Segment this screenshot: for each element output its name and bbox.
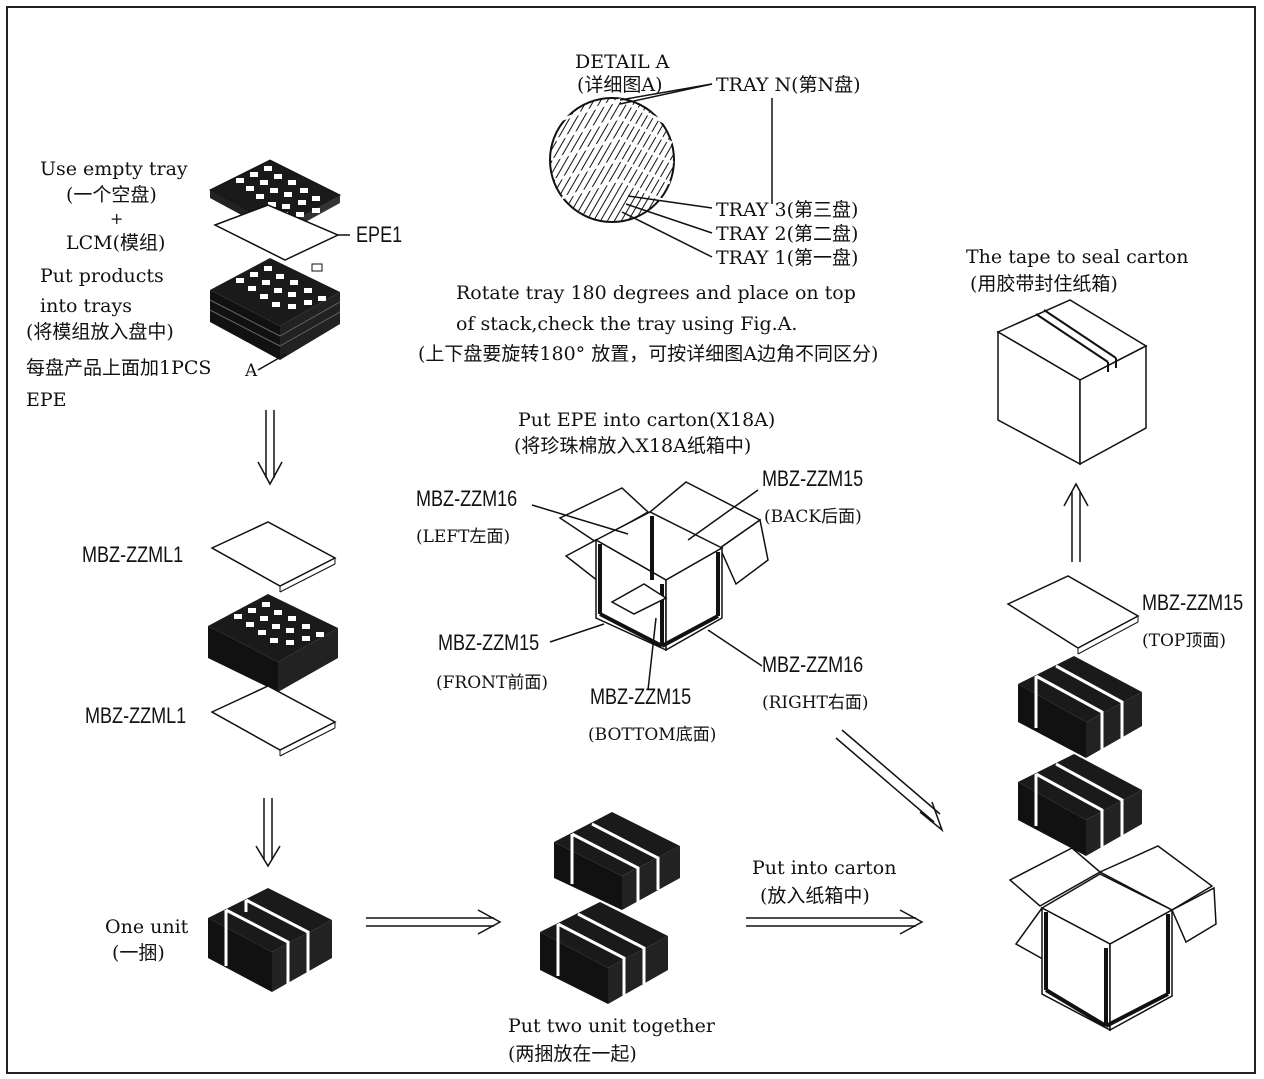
rotate-instruction-2: of stack,check the tray using Fig.A.: [456, 313, 798, 335]
detail-a-leader-lines: [619, 83, 773, 258]
unit-in-carton-lower: [1018, 754, 1142, 856]
step1-use-empty-tray: Use empty tray: [40, 158, 188, 180]
step1-into-trays-cn: (将模组放入盘中): [26, 321, 174, 343]
right-pad-code: MBZ-ZZM16: [762, 652, 864, 677]
step1-epe: EPE: [26, 389, 67, 411]
top-pad: [1006, 575, 1140, 655]
seal-carton-label-cn: (用胶带封住纸箱): [970, 273, 1118, 295]
into-carton-label: Put into carton: [752, 857, 897, 879]
left-pad-code: MBZ-ZZM16: [416, 486, 518, 511]
tray-3-label: TRAY 3(第三盘): [716, 199, 859, 221]
bottom-pad-side: (BOTTOM底面): [588, 725, 717, 745]
open-carton-final: [1008, 845, 1217, 1032]
down-arrow-1: [257, 410, 283, 486]
tray-2-label: TRAY 2(第二盘): [716, 223, 859, 245]
bottom-pad-code: MBZ-ZZM15: [590, 684, 692, 709]
step1-into-trays: into trays: [40, 295, 132, 317]
detail-a-marker: A: [245, 361, 258, 381]
top-pad-side: (TOP顶面): [1142, 631, 1226, 651]
detail-a-circle: [549, 97, 675, 223]
step1-lcm: LCM(模组): [66, 232, 166, 254]
pad-top: [210, 521, 337, 593]
right-arrow-1: [366, 909, 502, 935]
tray-n-label: TRAY N(第N盘): [716, 74, 861, 96]
carton-leader-lines: [531, 489, 763, 691]
carton-with-epe: [558, 481, 769, 652]
front-pad-code: MBZ-ZZM15: [438, 630, 540, 655]
step1-plus: +: [110, 209, 124, 228]
detail-a-title: DETAIL A: [575, 51, 670, 73]
pad-top-code: MBZ-ZZML1: [82, 542, 184, 567]
front-pad-side: (FRONT前面): [436, 673, 549, 693]
two-units-bottom: [540, 902, 668, 1004]
two-units-top: [554, 812, 680, 910]
diagram-frame: [6, 6, 1256, 1074]
sealed-carton: [996, 299, 1148, 466]
carton-epe-title: Put EPE into carton(X18A): [518, 409, 776, 431]
two-units-label-cn: (两捆放在一起): [508, 1043, 637, 1065]
carton-epe-title-cn: (将珍珠棉放入X18A纸箱中): [514, 435, 752, 457]
two-units-label: Put two unit together: [508, 1015, 715, 1037]
seal-carton-label: The tape to seal carton: [966, 246, 1189, 268]
tray-1-label: TRAY 1(第一盘): [716, 247, 859, 269]
back-pad-side: (BACK后面): [764, 507, 862, 527]
into-carton-label-cn: (放入纸箱中): [760, 885, 870, 907]
back-pad-code: MBZ-ZZM15: [762, 466, 864, 491]
right-arrow-2: [746, 909, 924, 935]
tray-stack-middle: [208, 594, 338, 692]
pad-bottom-code: MBZ-ZZML1: [85, 703, 187, 728]
down-arrow-2: [255, 798, 281, 868]
tray-stack-step1: [209, 258, 341, 371]
left-pad-side: (LEFT左面): [416, 527, 511, 547]
unit-in-carton-upper: [1018, 656, 1142, 758]
diagonal-arrow: [835, 729, 944, 833]
right-pad-side: (RIGHT右面): [762, 693, 869, 713]
step1-epe-note-cn: 每盘产品上面加1PCS: [26, 357, 212, 379]
pad-bottom: [210, 685, 337, 757]
step1-put-products: Put products: [40, 265, 164, 287]
epe1-label: EPE1: [356, 222, 403, 247]
one-unit-label: One unit: [105, 916, 189, 938]
one-unit-label-cn: (一捆): [112, 942, 165, 964]
one-unit-bundle: [208, 888, 332, 992]
top-pad-code: MBZ-ZZM15: [1142, 590, 1244, 615]
rotate-instruction-cn: (上下盘要旋转180° 放置，可按详细图A边角不同区分): [418, 343, 879, 365]
step1-empty-tray-cn: (一个空盘): [66, 184, 157, 206]
detail-a-title-cn: (详细图A): [577, 74, 663, 96]
up-arrow: [1063, 482, 1089, 562]
epe-sheet-1: [213, 204, 350, 272]
rotate-instruction-1: Rotate tray 180 degrees and place on top: [456, 282, 856, 304]
